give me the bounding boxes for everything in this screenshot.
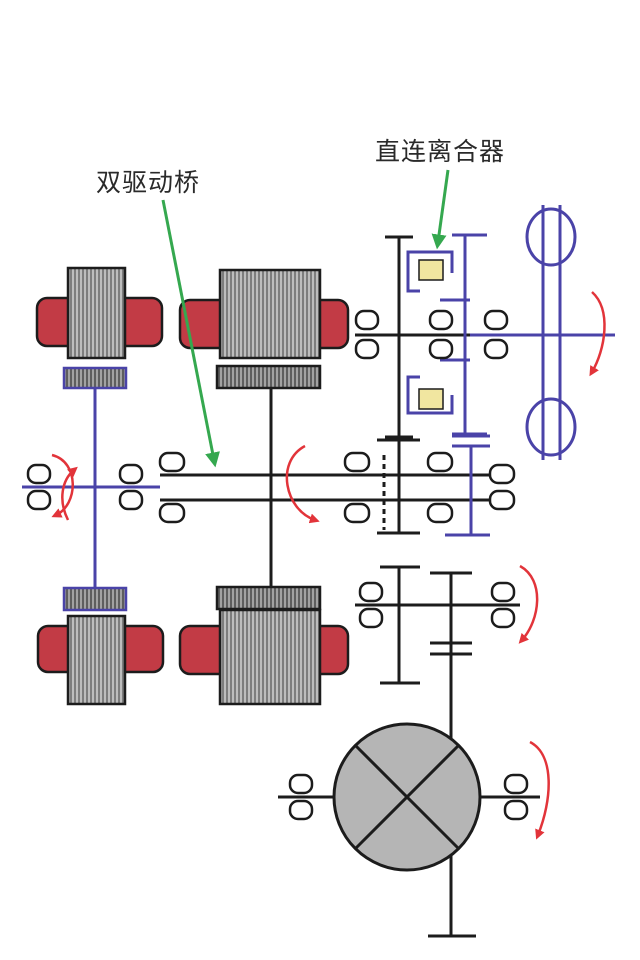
clutch-plate-lower xyxy=(418,388,444,410)
clutch-plate-upper xyxy=(418,259,444,281)
direct-clutch-label: 直连离合器 xyxy=(375,137,506,166)
left-top-rotor-gear xyxy=(62,366,128,390)
left-blue-shaft xyxy=(22,388,160,588)
clutch-pointer-arrow xyxy=(431,169,450,250)
right-bottom-motor xyxy=(178,608,350,706)
axle-pointer-arrow xyxy=(161,199,220,468)
rotation-arrows xyxy=(51,291,606,840)
right-top-rotor-gear xyxy=(215,364,322,390)
engine-icon xyxy=(332,722,482,872)
bearings xyxy=(26,309,529,821)
left-bottom-motor xyxy=(36,614,165,706)
right-top-motor xyxy=(178,268,350,360)
dual-drive-axle-label: 双驱动桥 xyxy=(96,168,201,197)
right-bottom-rotor-gear xyxy=(215,585,322,611)
left-bottom-rotor-gear xyxy=(62,586,128,612)
blue-clutch-structure xyxy=(406,205,615,537)
left-top-motor xyxy=(35,266,164,360)
